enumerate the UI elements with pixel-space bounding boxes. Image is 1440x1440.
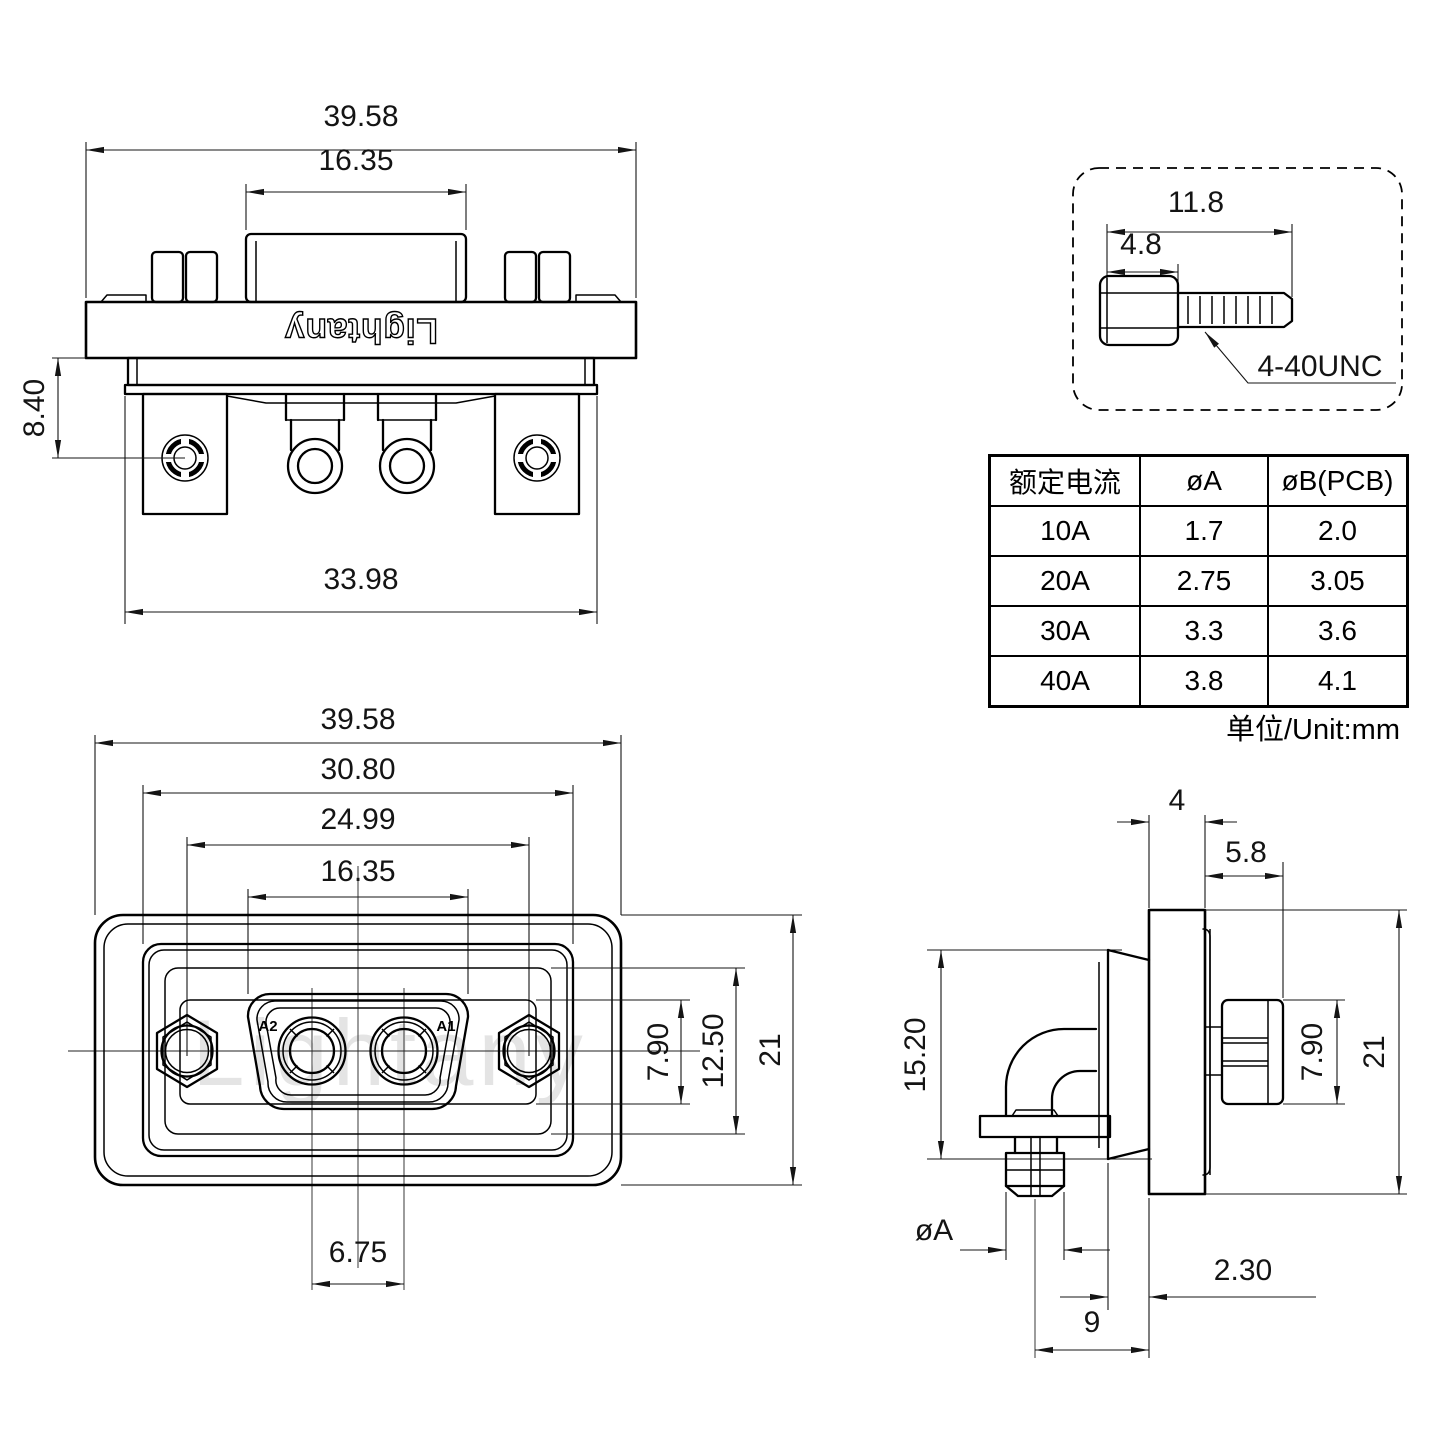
jackscrew-detail: 11.8 4.8	[1072, 167, 1403, 411]
cell-dia-a: 3.8	[1139, 655, 1269, 708]
front-hex-nut-left	[155, 1013, 219, 1089]
dim-label-screw-total: 11.8	[1168, 186, 1224, 219]
brand-logo-rear: Lightany	[284, 311, 438, 350]
cell-dia-a: 2.75	[1139, 555, 1269, 607]
front-dim-overall-height: 21	[621, 914, 802, 1186]
table-row: 30A 3.3 3.6	[988, 605, 1409, 657]
dim-label-side-flange-thickness: 4	[1169, 784, 1186, 817]
rear-view-outline: Lightany	[84, 232, 638, 516]
current-rating-table: 额定电流 øA øB(PCB) 10A 1.7 2.0 20A 2.75 3.0…	[988, 454, 1409, 708]
rear-contact-a1	[378, 437, 436, 495]
side-dim-flange-thickness: 4	[1117, 784, 1237, 908]
rear-dim-insert-width: 16.35	[245, 144, 467, 230]
side-dim-boss-depth: 5.8	[1205, 836, 1284, 998]
screw-thread-callout: 4-40UNC	[1204, 331, 1396, 384]
screw-dim-head-length: 4.8	[1107, 228, 1179, 295]
cell-dia-b: 2.0	[1267, 505, 1409, 557]
cell-dia-b: 4.1	[1267, 655, 1409, 708]
rear-mount-hole-right	[513, 434, 561, 482]
front-view: Lightany 39.58 30.80 24.99 16.35	[68, 703, 802, 1290]
dim-label-rear-body-width: 33.98	[323, 563, 398, 596]
table-row: 40A 3.8 4.1	[988, 655, 1409, 708]
cell-current: 10A	[988, 505, 1141, 557]
front-hex-nut-right	[497, 1013, 561, 1089]
dim-label-front-hole-spacing: 24.99	[320, 803, 395, 836]
table-row: 10A 1.7 2.0	[988, 505, 1409, 557]
side-dim-standoff: 2.30	[1060, 1163, 1316, 1358]
side-jackscrew	[1205, 998, 1285, 1106]
screw-thread-lines	[1187, 296, 1273, 324]
cell-current: 20A	[988, 555, 1141, 607]
dim-label-rear-flange-to-hole: 8.40	[18, 379, 51, 437]
side-dim-overall-height: 21	[1205, 909, 1407, 1195]
front-contact-a1	[369, 1016, 439, 1086]
front-d-shell	[246, 992, 470, 1111]
dim-label-rear-insert-width: 16.35	[318, 144, 393, 177]
cell-dia-b: 3.6	[1267, 605, 1409, 657]
front-dim-panel-width: 30.80	[142, 753, 574, 944]
pin-label-a2: A2	[258, 1018, 277, 1035]
rear-view: 39.58 16.35	[18, 100, 638, 624]
cell-current: 40A	[988, 655, 1141, 708]
side-solder-pin	[1004, 1135, 1066, 1198]
table-header-current: 额定电流	[988, 454, 1141, 507]
side-right-angle-pin	[1004, 1027, 1098, 1118]
rear-dim-body-width: 33.98	[124, 396, 598, 624]
rear-dim-flange-to-hole: 8.40	[18, 357, 185, 459]
front-contact-a2	[277, 1016, 347, 1086]
dim-label-side-standoff: 2.30	[1214, 1254, 1272, 1287]
cell-dia-b: 3.05	[1267, 555, 1409, 607]
screw-dim-total-length: 11.8	[1106, 186, 1293, 297]
table-header-dia-b: øB(PCB)	[1267, 454, 1409, 507]
rear-dim-overall-width: 39.58	[85, 100, 637, 298]
cell-dia-a: 3.3	[1139, 605, 1269, 657]
table-header-row: 额定电流 øA øB(PCB)	[988, 454, 1409, 507]
side-bracket-plate	[978, 1114, 1112, 1139]
dim-label-side-shell-face-height: 15.20	[899, 1017, 932, 1092]
rear-contact-a2	[286, 437, 344, 495]
front-dim-overall-width: 39.58	[94, 703, 622, 915]
dim-label-side-screw-flats: 7.90	[1296, 1023, 1329, 1081]
dim-label-side-boss-depth: 5.8	[1225, 836, 1267, 869]
front-dim-panel-height: 12.50	[551, 967, 745, 1135]
unit-note: 单位/Unit:mm	[1225, 714, 1400, 746]
dim-label-front-panel-width: 30.80	[320, 753, 395, 786]
detail-boundary-box	[1072, 167, 1403, 411]
dim-label-side-pin-offset: 9	[1084, 1306, 1101, 1339]
dim-label-front-overall-height: 21	[754, 1033, 787, 1066]
dim-label-front-overall-width: 39.58	[320, 703, 395, 736]
dim-label-side-pin-diameter: øA	[915, 1214, 953, 1247]
pin-label-a1: A1	[436, 1018, 455, 1035]
cell-current: 30A	[988, 605, 1141, 657]
side-dim-screw-flats: 7.90	[1283, 999, 1345, 1105]
thread-spec-label: 4-40UNC	[1257, 350, 1382, 383]
dim-label-side-overall-height: 21	[1358, 1035, 1391, 1068]
dim-label-front-pin-pitch: 6.75	[329, 1236, 387, 1269]
cell-dia-a: 1.7	[1139, 505, 1269, 557]
dim-label-front-panel-height: 12.50	[697, 1013, 730, 1088]
side-body-outline	[978, 908, 1285, 1198]
dim-label-screw-head: 4.8	[1120, 228, 1162, 261]
side-view: 4 5.8 15.20	[899, 784, 1407, 1358]
front-dim-shell-height: 7.90	[536, 999, 690, 1105]
side-dim-pin-offset: 9	[1034, 1199, 1149, 1358]
front-dim-pin-pitch: 6.75	[312, 1236, 404, 1288]
dim-label-rear-overall-width: 39.58	[323, 100, 398, 133]
side-dim-pin-diameter: øA	[915, 1192, 1110, 1260]
table-row: 20A 2.75 3.05	[988, 555, 1409, 607]
front-dim-hole-spacing: 24.99	[186, 803, 530, 1056]
table-header-dia-a: øA	[1139, 454, 1269, 507]
side-dim-shell-face-height: 15.20	[899, 949, 1152, 1160]
screw-outline	[1098, 274, 1294, 347]
dim-label-front-shell-height: 7.90	[642, 1023, 675, 1081]
